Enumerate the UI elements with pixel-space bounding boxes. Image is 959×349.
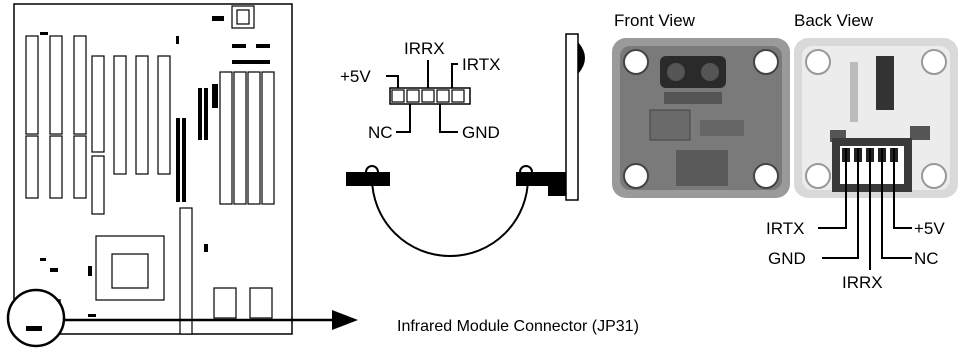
mount-hole (921, 163, 947, 189)
back-chip (876, 56, 894, 110)
cable-and-module-side-view (346, 33, 585, 257)
ir-cable (371, 177, 529, 257)
mount-hole (753, 163, 779, 189)
mount-hole (753, 49, 779, 75)
header-pin (451, 89, 465, 103)
pointer-arrow (64, 310, 358, 330)
back-pin-label-plus5v: +5V (914, 219, 945, 238)
board-connector (249, 287, 273, 319)
mount-hole (623, 49, 649, 75)
back-view-pin-wires (818, 148, 912, 270)
memory-slot (73, 135, 87, 199)
front-view-title: Front View (614, 11, 696, 30)
expansion-slot (157, 55, 171, 175)
back-view-title: Back View (794, 11, 874, 30)
memory-slot (49, 135, 63, 199)
cable-plug-left (346, 172, 390, 186)
expansion-slot (91, 155, 105, 215)
memory-slot (49, 35, 63, 135)
mount-hole (805, 49, 831, 75)
pin-label-nc: NC (368, 123, 393, 142)
module-board-edge (565, 33, 579, 201)
header-pin (391, 89, 405, 103)
header-pin (421, 89, 435, 103)
header-pin (406, 89, 420, 103)
back-pin-label-irrx: IRRX (842, 273, 883, 292)
expansion-slot (113, 55, 127, 175)
front-view-module (612, 38, 790, 198)
pci-slot (261, 71, 275, 205)
pin-label-gnd: GND (462, 123, 500, 142)
board-connector (213, 287, 237, 319)
mount-hole (623, 163, 649, 189)
jp31-header (26, 326, 42, 331)
pci-slot (247, 71, 261, 205)
bus-slot (179, 207, 193, 335)
memory-slot (25, 135, 39, 199)
pin-header (198, 88, 202, 140)
mount-hole (921, 49, 947, 75)
back-pin-label-gnd: GND (768, 249, 806, 268)
connector-caption: Infrared Module Connector (JP31) (397, 318, 639, 335)
pin-label-irtx: IRTX (462, 55, 500, 74)
pci-slot (233, 71, 247, 205)
motherboard (6, 3, 293, 348)
pin-label-plus5v: +5V (340, 67, 371, 86)
cable-plug-right (516, 172, 568, 186)
pci-slot (219, 71, 233, 205)
back-pin-label-irtx: IRTX (766, 219, 804, 238)
pin-label-irrx: IRRX (404, 39, 445, 58)
jp31-location-circle (6, 288, 66, 348)
mount-hole (805, 163, 831, 189)
pin-header (176, 118, 180, 202)
back-pin-label-nc: NC (914, 249, 939, 268)
back-view-module (794, 38, 958, 198)
header-pin (436, 89, 450, 103)
connector-pin-diagram: +5V IRRX IRTX NC GND (340, 39, 500, 142)
memory-slot (25, 35, 39, 135)
memory-slot (73, 35, 87, 135)
expansion-slot (135, 55, 149, 175)
expansion-slot (91, 55, 105, 153)
ir-sensor-bump (578, 42, 585, 74)
